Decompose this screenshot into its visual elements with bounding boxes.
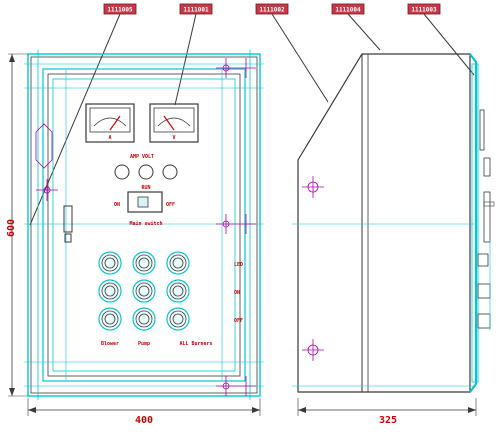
part-tag-3: 1111002 (255, 3, 289, 15)
svg-text:OFF: OFF (166, 202, 175, 208)
svg-text:400: 400 (135, 415, 153, 426)
dimension-width: 400 (27, 398, 261, 426)
row-label-1: LED (234, 262, 243, 268)
main-switch-caption: Main switch (129, 221, 162, 227)
main-switch: ON OFF Main switch (114, 191, 175, 227)
leader-lines (29, 13, 475, 226)
lamp-2-1 (98, 279, 122, 303)
lamp-grid (98, 251, 190, 331)
svg-text:1111005: 1111005 (107, 7, 133, 14)
front-view (24, 50, 264, 400)
ammeter-needle (109, 115, 121, 131)
crosshair-3 (36, 179, 58, 201)
svg-text:1111004: 1111004 (335, 7, 361, 14)
row-label-3: OFF (234, 318, 243, 324)
side-view (292, 53, 495, 393)
dimension-height: 600 (6, 53, 28, 397)
svg-text:325: 325 (379, 415, 397, 426)
crosshair-1 (216, 58, 236, 78)
svg-text:1111003: 1111003 (411, 7, 437, 14)
voltmeter: V (149, 103, 199, 143)
crosshair-markers (36, 58, 324, 396)
selector-knobs (114, 164, 178, 180)
lamp-1-3 (166, 251, 190, 275)
dimension-depth: 325 (297, 398, 477, 426)
crosshair-5 (236, 214, 256, 234)
selector-top-labels: AMP VOLT (130, 154, 154, 160)
svg-text:ON: ON (114, 202, 120, 208)
crosshair-9 (302, 339, 324, 361)
part-tag-4: 1111004 (331, 3, 365, 15)
lamp-3-2 (132, 307, 156, 331)
crosshair-7 (236, 376, 256, 396)
crosshair-4 (216, 214, 236, 234)
svg-text:A: A (108, 135, 111, 141)
part-tag-5: 1111003 (407, 3, 441, 15)
lamp-2-3 (166, 279, 190, 303)
knob-right (162, 164, 178, 180)
lamp-2-2 (132, 279, 156, 303)
lamp-3-3 (166, 307, 190, 331)
bottom-label-pump: Pump (138, 341, 150, 347)
lamp-1-2 (132, 251, 156, 275)
lamp-1-1 (98, 251, 122, 275)
bottom-label-blower: Blower (101, 341, 119, 347)
knob-left (114, 164, 130, 180)
crosshair-2 (236, 58, 256, 78)
svg-text:1111002: 1111002 (259, 7, 285, 14)
part-tag-2: 1111001 (179, 3, 213, 15)
voltmeter-needle (163, 115, 175, 131)
svg-text:600: 600 (6, 219, 17, 237)
lamp-3-1 (98, 307, 122, 331)
part-tag-1: 1111005 (103, 3, 137, 15)
switch-label: RUN (141, 185, 150, 191)
row-label-2: ON (234, 290, 240, 296)
bottom-label-burners: ALL Burners (179, 341, 212, 347)
svg-text:1111001: 1111001 (183, 7, 209, 14)
ammeter: A (85, 103, 135, 143)
knob-center (138, 164, 154, 180)
crosshair-8 (302, 176, 324, 198)
svg-text:V: V (172, 135, 175, 141)
crosshair-6 (216, 376, 236, 396)
